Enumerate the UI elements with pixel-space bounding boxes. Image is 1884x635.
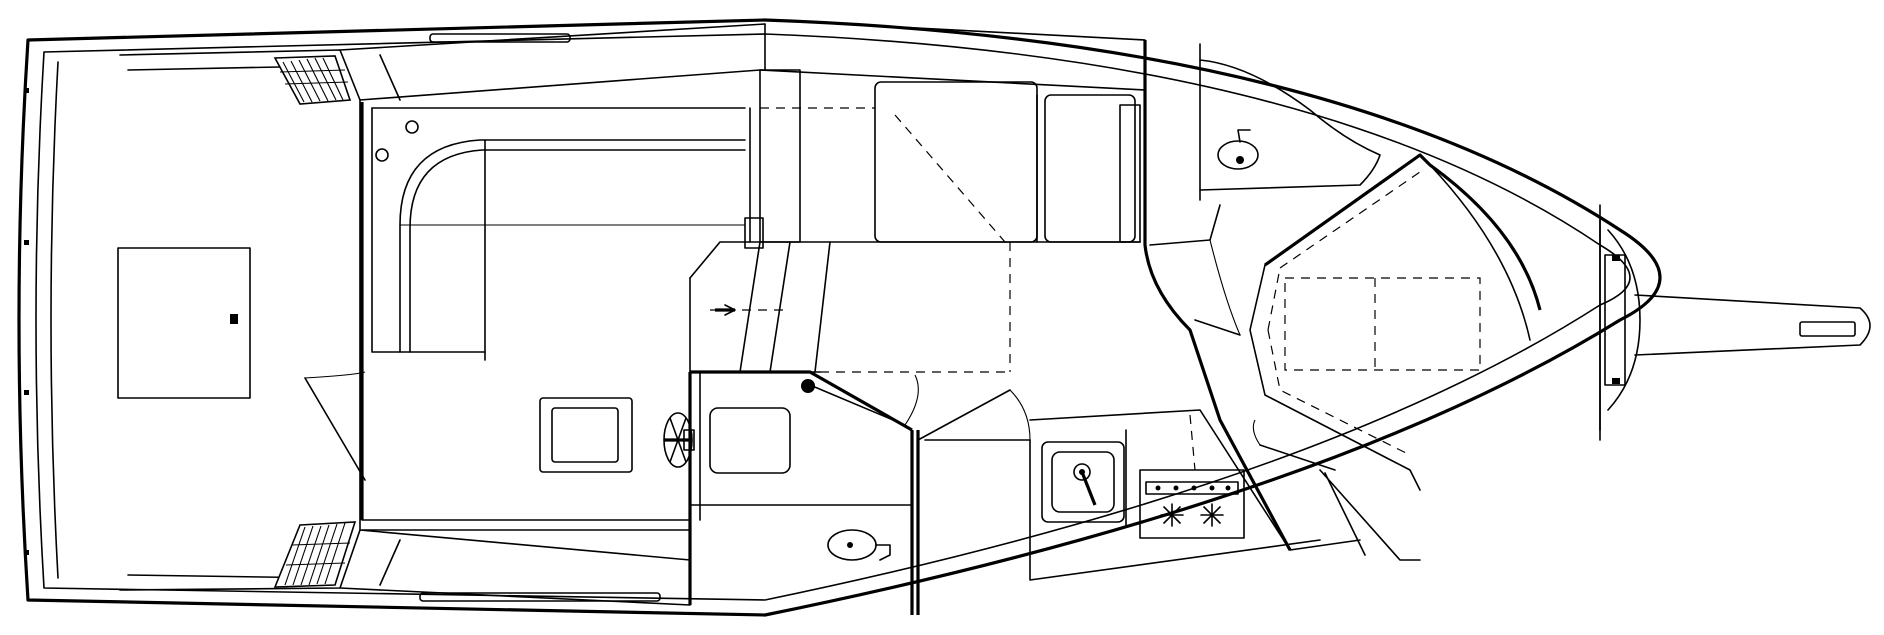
hatch-icon <box>117 247 251 399</box>
galley <box>916 389 1321 615</box>
mid-cabin <box>689 19 1146 373</box>
forward-locker <box>1143 40 1381 551</box>
head-compartment <box>688 370 919 615</box>
salon <box>360 102 746 531</box>
anchor-pulpit-icon <box>1599 219 1641 431</box>
aft-cockpit <box>24 49 366 591</box>
hull-outline <box>17 18 1662 617</box>
sink-icon <box>1041 429 1127 526</box>
sink-icon <box>1217 129 1259 170</box>
steering-wheel-icon <box>663 412 695 468</box>
v-berth <box>1249 153 1542 561</box>
cockpit-step-upper <box>273 55 352 105</box>
toilet-icon <box>709 407 791 474</box>
stove-burner-icon <box>1139 469 1245 539</box>
side-decks <box>339 23 766 606</box>
cockpit-step-lower <box>273 521 357 588</box>
sink-icon <box>827 529 891 561</box>
